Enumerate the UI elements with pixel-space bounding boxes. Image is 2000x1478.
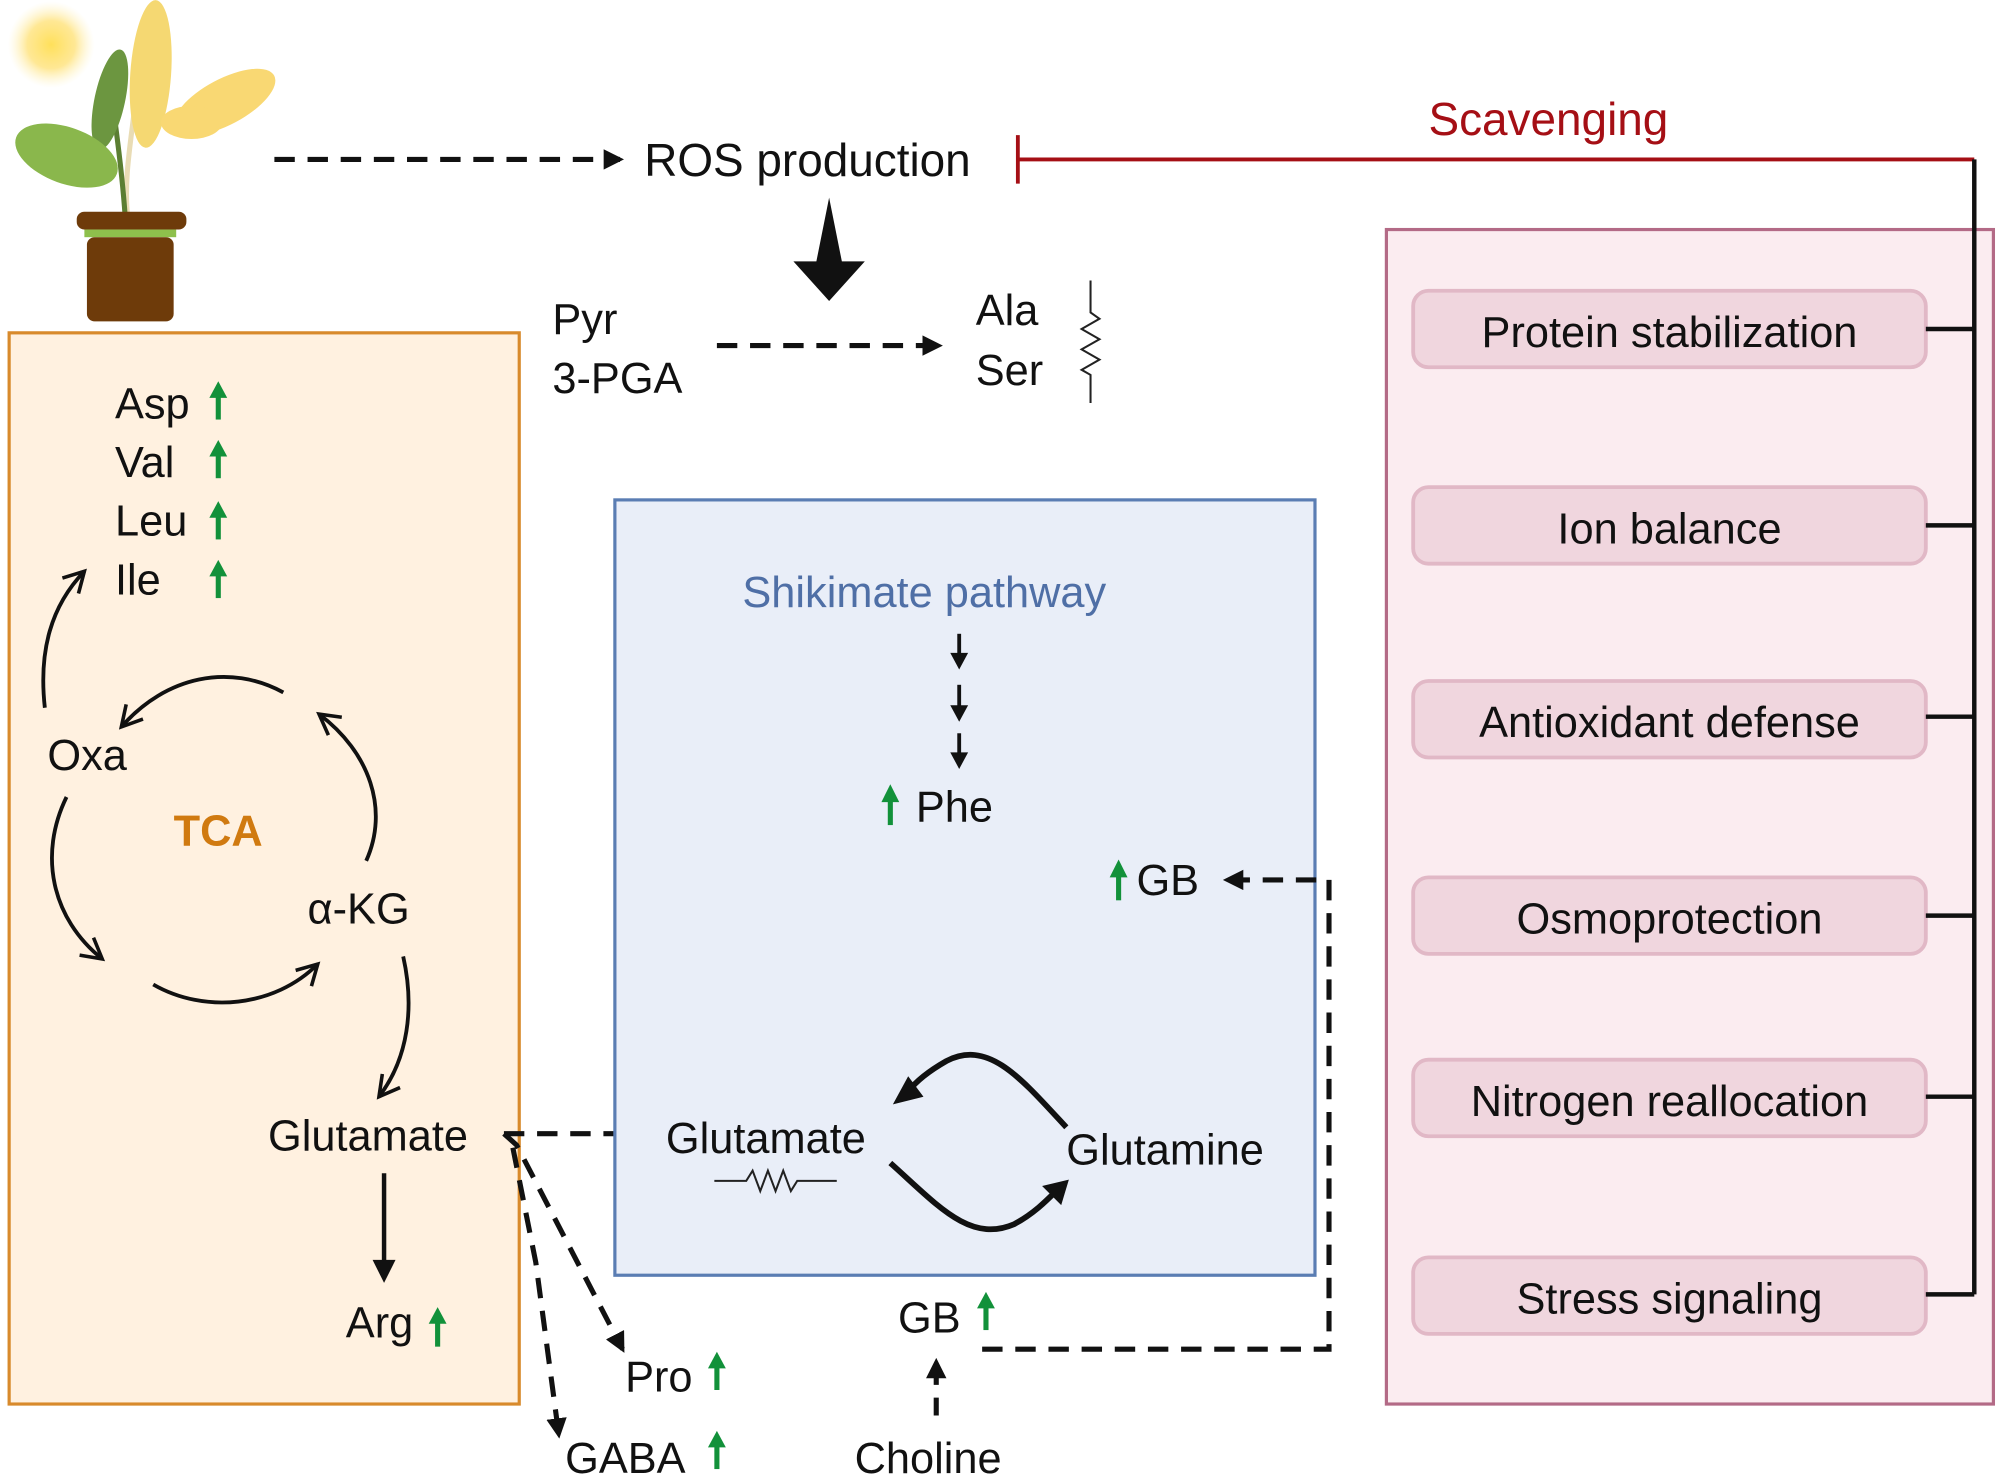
function-label: Protein stabilization bbox=[1482, 309, 1858, 357]
leu-label: Leu bbox=[115, 498, 187, 546]
function-item-ion-balance: Ion balance bbox=[1411, 485, 1975, 566]
tca-cycle-arrow bbox=[118, 675, 285, 730]
functions-box bbox=[1384, 227, 1996, 1406]
oxa-label: Oxa bbox=[47, 732, 127, 780]
choline-label: Choline bbox=[855, 1435, 1002, 1478]
ros-production-label: ROS production bbox=[644, 134, 971, 186]
ala-label: Ala bbox=[976, 287, 1040, 335]
ser-label: Ser bbox=[976, 347, 1043, 395]
glutamate-label: Glutamate bbox=[268, 1112, 468, 1160]
glutamate-to-glutamine-arrow bbox=[888, 1160, 1059, 1233]
function-label: Ion balance bbox=[1557, 505, 1781, 553]
increase-arrow-icon bbox=[209, 501, 228, 540]
gb-outside-label: GB bbox=[898, 1295, 961, 1343]
pyr-label: Pyr bbox=[552, 296, 617, 344]
function-label: Stress signaling bbox=[1517, 1275, 1823, 1323]
increase-arrow-icon bbox=[209, 559, 228, 599]
pro-label: Pro bbox=[625, 1353, 692, 1401]
glutamine-label: Glutamine bbox=[1066, 1126, 1264, 1174]
increase-arrow-icon bbox=[977, 1291, 995, 1331]
increase-arrow-icon bbox=[707, 1430, 726, 1470]
function-label: Osmoprotection bbox=[1517, 895, 1823, 943]
increase-arrow-icon bbox=[209, 381, 228, 420]
increase-arrow-icon bbox=[428, 1307, 447, 1347]
function-item-nitrogen-reallocation: Nitrogen reallocation bbox=[1411, 1057, 1975, 1139]
shikimate-steps bbox=[950, 633, 969, 769]
increase-arrow-icon bbox=[881, 784, 900, 826]
oxa-to-amino-acids-arrow bbox=[41, 568, 87, 708]
glutamate-to-gaba-arrow bbox=[510, 1147, 567, 1439]
shikimate-title: Shikimate pathway bbox=[742, 569, 1106, 617]
gb-inside-label: GB bbox=[1136, 857, 1199, 905]
val-label: Val bbox=[115, 439, 174, 487]
tca-cycle-arrow bbox=[50, 796, 106, 962]
ros-down-arrow bbox=[793, 197, 865, 301]
tca-cycle-arrow bbox=[152, 961, 321, 1005]
tca-box bbox=[7, 331, 521, 1406]
function-item-protein-stabilization: Protein stabilization bbox=[1411, 288, 1975, 370]
unchanged-zigzag-icon bbox=[1079, 280, 1102, 403]
akg-to-glutamate-arrow bbox=[376, 956, 411, 1100]
increase-arrow-icon bbox=[1109, 859, 1128, 901]
gb-transport-arrow bbox=[982, 869, 1332, 1352]
tca-title: TCA bbox=[174, 807, 263, 855]
unchanged-zigzag-icon bbox=[714, 1167, 837, 1194]
arg-label: Arg bbox=[346, 1300, 413, 1348]
function-label: Antioxidant defense bbox=[1479, 699, 1860, 747]
scavenging-inhibition-line bbox=[1015, 135, 1975, 184]
akg-label: α-KG bbox=[308, 885, 410, 933]
plant-icon bbox=[7, 0, 276, 322]
ile-label: Ile bbox=[115, 556, 161, 604]
function-item-stress-signaling: Stress signaling bbox=[1411, 1255, 1975, 1336]
gaba-label: GABA bbox=[565, 1435, 686, 1478]
tca-cycle-arrow bbox=[316, 711, 378, 862]
function-item-osmoprotection: Osmoprotection bbox=[1411, 875, 1975, 956]
shikimate-glutamate-label: Glutamate bbox=[666, 1115, 866, 1163]
3pga-label: 3-PGA bbox=[552, 355, 682, 403]
shikimate-box bbox=[613, 498, 1317, 1277]
function-label: Nitrogen reallocation bbox=[1471, 1078, 1869, 1126]
sun-icon bbox=[7, 1, 95, 88]
increase-arrow-icon bbox=[707, 1351, 726, 1391]
function-item-antioxidant-defense: Antioxidant defense bbox=[1411, 679, 1975, 760]
increase-arrow-icon bbox=[209, 439, 228, 479]
glutamine-to-glutamate-arrow bbox=[905, 1052, 1069, 1130]
phe-label: Phe bbox=[916, 783, 993, 831]
asp-label: Asp bbox=[115, 380, 190, 428]
scavenging-label: Scavenging bbox=[1428, 93, 1668, 145]
glutamate-to-pro-arrow bbox=[502, 1131, 625, 1353]
amino-acid-list: Asp Val Leu Ile bbox=[115, 380, 228, 604]
